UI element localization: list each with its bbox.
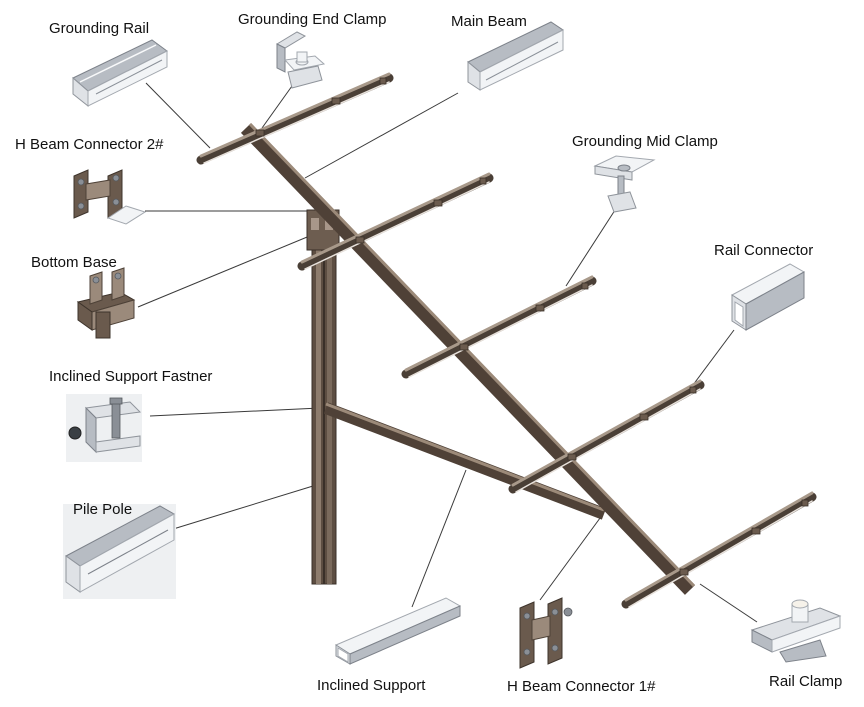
h-beam-connector-1-thumbnail (519, 597, 573, 669)
label-grounding-mid-clamp: Grounding Mid Clamp (572, 133, 718, 150)
rail-2 (297, 172, 494, 271)
rail-4 (508, 379, 705, 494)
rail-5 (621, 491, 817, 609)
leader-inclined-support-fastner (149, 407, 321, 417)
pile-pole-thumbnail (63, 504, 176, 599)
label-grounding-end-clamp: Grounding End Clamp (238, 11, 387, 28)
bottom-base-thumbnail (76, 267, 136, 339)
leader-rail-connector (692, 329, 735, 386)
label-rail-connector: Rail Connector (714, 242, 814, 259)
h-beam-connector-2-thumbnail (73, 169, 147, 225)
label-h-beam-connector-1: H Beam Connector 1# (507, 678, 656, 695)
label-inclined-support: Inclined Support (317, 677, 426, 694)
rail-clamps-small (255, 77, 809, 576)
rail-clamp-thumbnail (750, 599, 842, 663)
leader-rail-clamp (699, 583, 758, 623)
leader-grounding-end-clamp (261, 85, 293, 129)
leader-pile-pole (169, 485, 314, 531)
label-grounding-rail: Grounding Rail (49, 20, 150, 37)
grounding-mid-clamp-thumbnail (593, 155, 656, 213)
main-beam-thumbnail (467, 21, 564, 91)
label-inclined-support-fastner: Inclined Support Fastner (49, 368, 213, 385)
leader-grounding-mid-clamp (565, 206, 618, 287)
main-beam (240, 122, 696, 595)
grounding-end-clamp-thumbnail (275, 31, 326, 89)
label-h-beam-connector-2: H Beam Connector 2# (15, 136, 164, 153)
label-rail-clamp: Rail Clamp (769, 673, 843, 690)
mounting-structure (196, 72, 817, 609)
leader-h-beam-connector-1 (539, 513, 604, 601)
leader-lines (137, 82, 758, 623)
pile-pole (311, 211, 337, 585)
inclined-support-thumbnail (334, 597, 462, 665)
rail-3 (401, 275, 597, 379)
label-main-beam: Main Beam (451, 13, 527, 30)
label-bottom-base: Bottom Base (31, 254, 117, 271)
leader-inclined-support (411, 469, 467, 608)
leader-grounding-rail (145, 82, 211, 149)
rail-connector-thumbnail (731, 263, 806, 331)
rails (196, 72, 817, 609)
label-pile-pole: Pile Pole (73, 501, 133, 518)
leader-bottom-base (137, 234, 313, 308)
leader-main-beam (304, 92, 459, 179)
inclined-support-beam (323, 402, 607, 520)
grounding-rail-thumbnail (72, 39, 168, 108)
rail-1 (196, 72, 394, 165)
inclined-support-fastner-thumbnail (66, 394, 142, 462)
